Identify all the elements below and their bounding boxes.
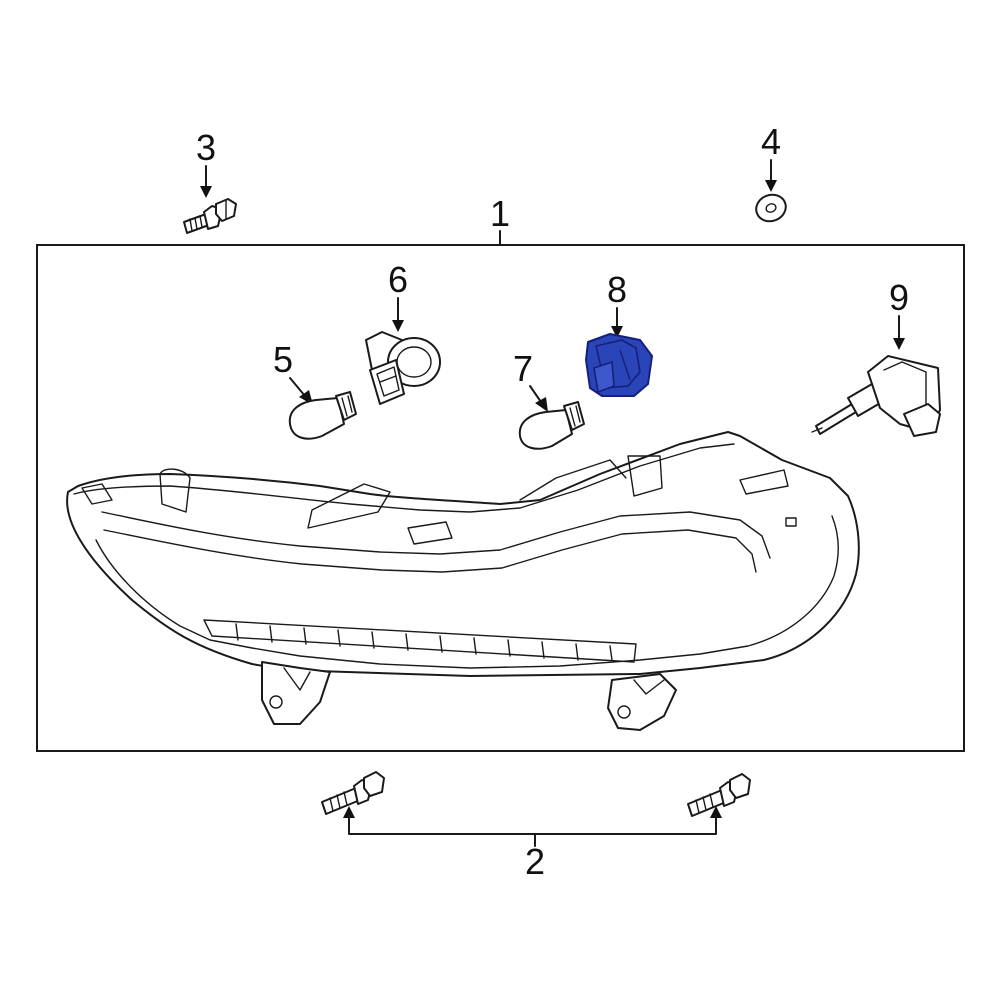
callout-7-label: 7 bbox=[513, 348, 533, 389]
lamp-housing bbox=[66, 431, 860, 731]
washer-icon bbox=[755, 193, 787, 223]
callout-9-label: 9 bbox=[889, 277, 909, 318]
part-7-bulb[interactable]: 7 bbox=[513, 348, 585, 450]
callout-3-label: 3 bbox=[196, 127, 216, 168]
bolt-icon bbox=[183, 198, 237, 234]
callout-8-label: 8 bbox=[607, 269, 627, 310]
part-6-socket[interactable]: 6 bbox=[365, 259, 441, 405]
highlighted-socket-icon bbox=[585, 333, 653, 397]
part-4-washer[interactable]: 4 bbox=[752, 121, 789, 225]
socket-icon bbox=[365, 331, 441, 405]
part-9-bulb[interactable]: 9 bbox=[811, 277, 941, 437]
part-8-socket-highlighted[interactable]: 8 bbox=[585, 269, 653, 397]
part-5-bulb[interactable]: 5 bbox=[273, 339, 357, 440]
callout-1[interactable]: 1 bbox=[490, 193, 510, 246]
part-2-bolts[interactable]: 2 bbox=[321, 771, 751, 882]
wedge-bulb-icon bbox=[518, 401, 585, 450]
callout-4-label: 4 bbox=[761, 121, 781, 162]
callout-6-label: 6 bbox=[388, 259, 408, 300]
part-3-bolt[interactable]: 3 bbox=[183, 127, 237, 234]
wedge-bulb-icon bbox=[288, 391, 357, 440]
bolt-icon bbox=[321, 771, 385, 815]
callout-1-label: 1 bbox=[490, 193, 510, 234]
callout-2-label: 2 bbox=[525, 841, 545, 882]
bolt-icon bbox=[687, 773, 751, 817]
callout-5-label: 5 bbox=[273, 339, 293, 380]
h-bulb-icon bbox=[811, 355, 941, 437]
